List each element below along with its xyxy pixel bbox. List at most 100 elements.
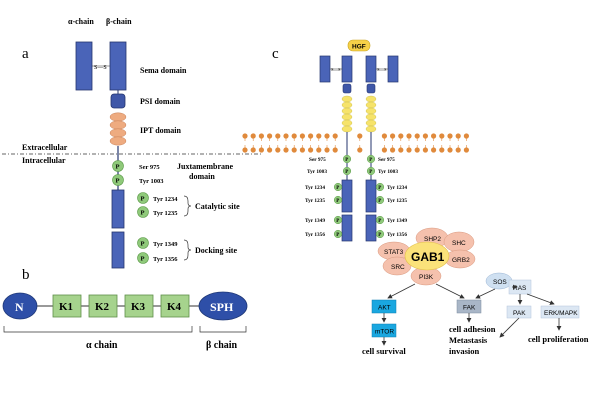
lipid-head [422,147,428,153]
svg-text:P: P [336,219,339,224]
svg-text:K2: K2 [95,301,110,313]
alpha-chain-bracket [3,326,193,333]
beta-chain-label: β-chain [106,17,132,26]
panel-label-b: b [22,267,30,283]
n-terminal-label: N [15,300,24,314]
svg-text:P: P [378,186,381,191]
lipid-head [414,133,420,139]
lipid-head [291,133,297,139]
phospho-ser975 [112,160,124,172]
svg-text:AKT: AKT [378,305,391,312]
c-tyr1349-left-label: Tyr 1349 [305,218,325,224]
phospho-tyr1356 [137,252,149,264]
lipid-head [250,133,256,139]
receptor1-disulfide: S—S [331,67,341,72]
kinase-block-2 [111,231,125,269]
c-ser975-right-label: Ser 975 [378,157,395,163]
receptor2-alpha-chain [387,55,399,83]
hgf-ligand [347,39,371,52]
svg-text:P: P [378,233,381,238]
svg-text:SOS: SOS [493,279,507,286]
svg-text:P: P [369,170,372,175]
svg-text:P: P [141,241,145,248]
sph-domain [198,291,248,321]
lipid-head [447,133,453,139]
svg-text:P: P [378,219,381,224]
lipid-head [316,147,322,153]
lipid-head [381,133,387,139]
c-tyr1356-right-label: Tyr 1356 [387,232,407,238]
hgf-label: HGF [352,44,366,51]
panel-label-a: a [22,46,29,62]
lipid-head [390,147,396,153]
svg-text:P: P [116,178,120,185]
c-phospho-tyr1235-left [333,195,343,205]
c-phospho-tyr1349-right [375,215,385,225]
svg-text:PI3K: PI3K [419,274,434,281]
lipid-head [431,133,437,139]
c-phospho-tyr1234-right [375,182,385,192]
lipid-head [308,133,314,139]
svg-text:ERK/MAPK: ERK/MAPK [544,310,578,317]
lipid-head [267,133,273,139]
phospho-tyr1235 [137,206,149,218]
svg-text:P: P [336,186,339,191]
beta-chain-bracket [199,326,247,333]
c-phospho-tyr1003-right [366,166,376,176]
src-node [382,256,412,276]
svg-text:P: P [336,233,339,238]
svg-text:K1: K1 [59,301,73,313]
lipid-head [439,133,445,139]
erk-mapk-node [540,305,580,319]
svg-text:RAS: RAS [513,285,527,292]
lipid-head [258,133,264,139]
c-tyr1356-left-label: Tyr 1356 [305,232,325,238]
svg-text:P: P [116,164,120,171]
cell-survival-label: cell survival [362,346,406,356]
lipid-head [316,133,322,139]
kringle-3 [124,294,154,318]
tyr1235-label: Tyr 1235 [153,210,178,217]
c-ser975-left-label: Ser 975 [309,157,326,163]
svg-text:FAK: FAK [463,305,476,312]
pathway-arrows [381,283,562,346]
lipid-head [357,133,363,139]
svg-text:P: P [141,256,145,263]
c-phospho-tyr1349-left [333,215,343,225]
lipid-head [250,147,256,153]
receptor1-ipt-segment [341,95,353,133]
gab1-node [404,241,450,271]
c-phospho-tyr1356-right [375,229,385,239]
juxtamembrane-label: Juxtamembrane [177,162,233,171]
phospho-tyr1234 [137,192,149,204]
lipid-head [332,133,338,139]
cell-adhesion-label: cell adhesion [449,324,496,334]
cell-proliferation-label: cell proliferation [528,334,589,344]
lipid-head [242,147,248,153]
lipid-head [422,133,428,139]
receptor2-kinase-2 [365,214,377,242]
svg-text:GRB2: GRB2 [452,257,470,264]
sema-domain-label: Sema domain [140,66,187,75]
svg-text:P: P [141,210,145,217]
receptor1-kinase-2 [341,214,353,242]
receptor2-ipt-segment [365,95,377,133]
lipid-head [357,147,363,153]
lipid-head [381,147,387,153]
lipid-head [332,147,338,153]
svg-text:SRC: SRC [391,264,405,271]
svg-text:K4: K4 [167,301,182,313]
receptor1-beta-chain [341,55,353,83]
tyr1349-label: Tyr 1349 [153,241,178,248]
beta-chain-text: β chain [206,340,238,351]
c-tyr1235-left-label: Tyr 1235 [305,198,325,204]
psi-domain [110,93,126,109]
svg-text:PAK: PAK [513,310,526,317]
c-phospho-tyr1003-left [342,166,352,176]
kinase-block-1 [111,189,125,229]
lipid-head [463,147,469,153]
c-tyr1234-left-label: Tyr 1234 [305,185,325,191]
phospho-tyr1349 [137,237,149,249]
c-tyr1003-left-label: Tyr 1003 [307,169,327,175]
